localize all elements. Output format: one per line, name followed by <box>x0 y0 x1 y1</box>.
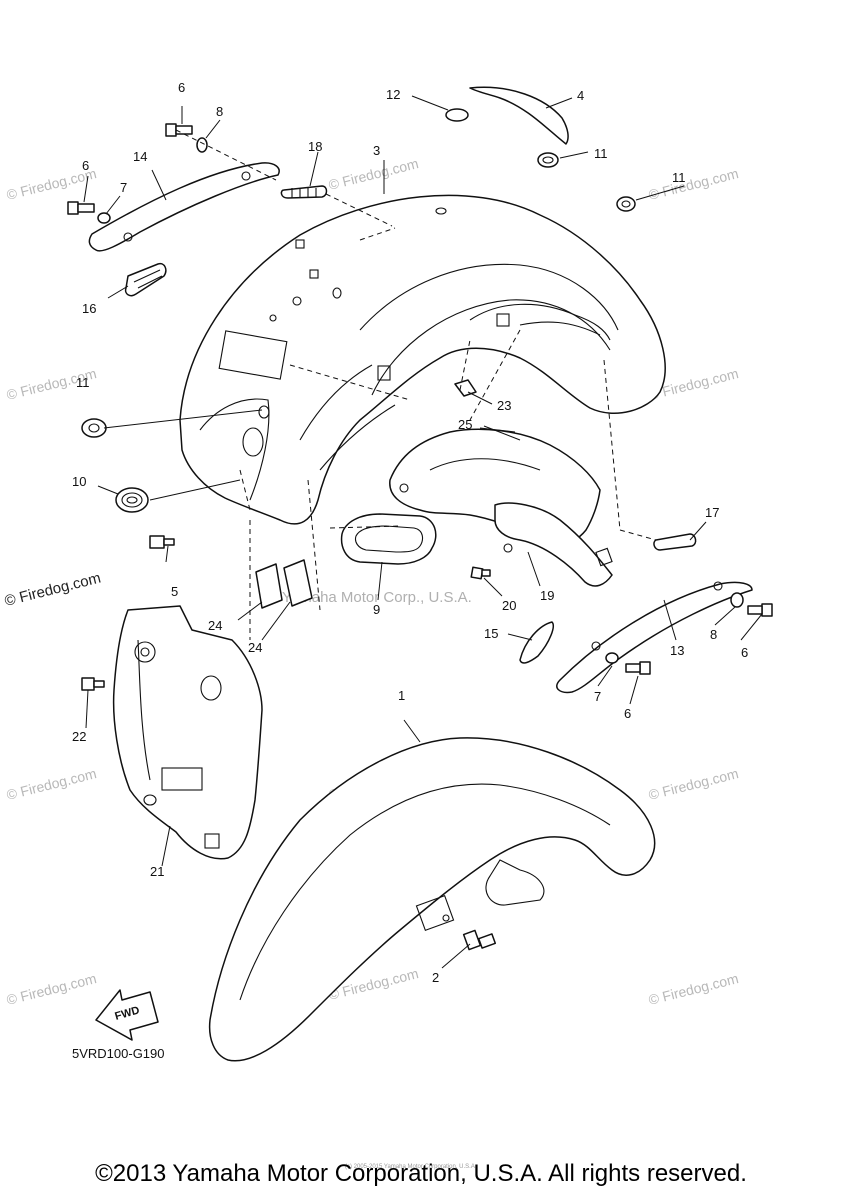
callout-5: 5 <box>171 584 178 599</box>
cover-21 <box>112 605 263 860</box>
callout-20: 20 <box>502 598 516 613</box>
fine-print: (c) 2005-2015 Yamaha Motor Corporation, … <box>345 1164 477 1170</box>
grommet-11 <box>616 196 636 212</box>
grommet-10 <box>115 487 149 513</box>
callout-15: 15 <box>484 626 498 641</box>
nut-23 <box>454 379 477 397</box>
watermark-text: © Firedog.com <box>647 165 740 203</box>
rail-bracket-13 <box>556 581 753 694</box>
watermark-text: © Firedog.com <box>327 155 420 193</box>
label-24 <box>255 563 283 609</box>
callout-11: 11 <box>672 170 686 185</box>
callout-6: 6 <box>741 645 748 660</box>
callout-8: 8 <box>710 627 717 642</box>
watermark-text: © Firedog.com <box>647 765 740 803</box>
callout-3: 3 <box>373 143 380 158</box>
washer-12 <box>445 108 469 122</box>
callout-21: 21 <box>150 864 164 879</box>
callout-25: 25 <box>458 417 472 432</box>
bolt-20 <box>470 566 491 580</box>
callout-6: 6 <box>82 158 89 173</box>
bolt-6 <box>625 661 651 675</box>
bolt-6 <box>747 603 773 617</box>
callout-12: 12 <box>386 87 400 102</box>
reflector-15 <box>519 621 554 664</box>
callout-16: 16 <box>82 301 96 316</box>
watermark-brand: Yamaha Motor Corp., U.S.A. <box>282 589 472 606</box>
callout-13: 13 <box>670 643 684 658</box>
callout-8: 8 <box>216 104 223 119</box>
leader-lines <box>83 95 763 969</box>
callout-2: 2 <box>432 970 439 985</box>
reflector-17 <box>653 533 697 551</box>
callout-17: 17 <box>705 505 719 520</box>
label-24 <box>283 559 313 607</box>
copyright-footer: ©2013 Yamaha Motor Corporation, U.S.A. A… <box>95 1160 747 1187</box>
rail-bracket-14 <box>88 162 280 252</box>
bolt-5 <box>149 535 175 549</box>
callout-19: 19 <box>540 588 554 603</box>
callout-23: 23 <box>497 398 511 413</box>
watermark-text: © Firedog.com <box>5 765 98 803</box>
callout-24: 24 <box>208 618 222 633</box>
callout-9: 9 <box>373 602 380 617</box>
reflector-18 <box>280 185 328 199</box>
grommet-11 <box>537 152 559 168</box>
callout-7: 7 <box>120 180 127 195</box>
bolt-6 <box>67 201 95 215</box>
front-fender <box>208 737 656 1062</box>
callout-1: 1 <box>398 688 405 703</box>
clip-25 <box>479 427 516 433</box>
watermark-text: © Firedog.com <box>3 570 103 610</box>
callout-18: 18 <box>308 139 322 154</box>
bolt-22 <box>81 677 105 691</box>
watermark-text: © Firedog.com <box>647 970 740 1008</box>
callout-10: 10 <box>72 474 86 489</box>
grommet-11 <box>81 418 107 438</box>
callout-22: 22 <box>72 729 86 744</box>
callout-14: 14 <box>133 149 147 164</box>
fender-bracket-19 <box>389 428 613 587</box>
callout-6: 6 <box>624 706 631 721</box>
rear-fender <box>179 194 666 525</box>
reflector-9 <box>340 513 437 565</box>
washer-7 <box>605 652 619 664</box>
washer-8 <box>196 137 208 153</box>
washer-7 <box>97 212 111 224</box>
callout-24: 24 <box>248 640 262 655</box>
fender-trim-4 <box>469 86 569 145</box>
callout-labels: 1 2 3 4 5 6 6 6 6 7 7 8 8 9 10 11 11 11 … <box>72 80 748 985</box>
watermark-text: © Firedog.com <box>5 970 98 1008</box>
fwd-arrow-icon: FWD <box>95 989 159 1041</box>
washer-8 <box>730 592 744 608</box>
diagram-code: 5VRD100-G190 <box>72 1046 165 1061</box>
callout-4: 4 <box>577 88 584 103</box>
reflector-16 <box>124 262 167 297</box>
callout-11: 11 <box>594 146 608 161</box>
callout-11: 11 <box>76 375 90 390</box>
bolt-2 <box>462 929 497 951</box>
callout-6: 6 <box>178 80 185 95</box>
callout-7: 7 <box>594 689 601 704</box>
bolt-6 <box>165 123 193 137</box>
